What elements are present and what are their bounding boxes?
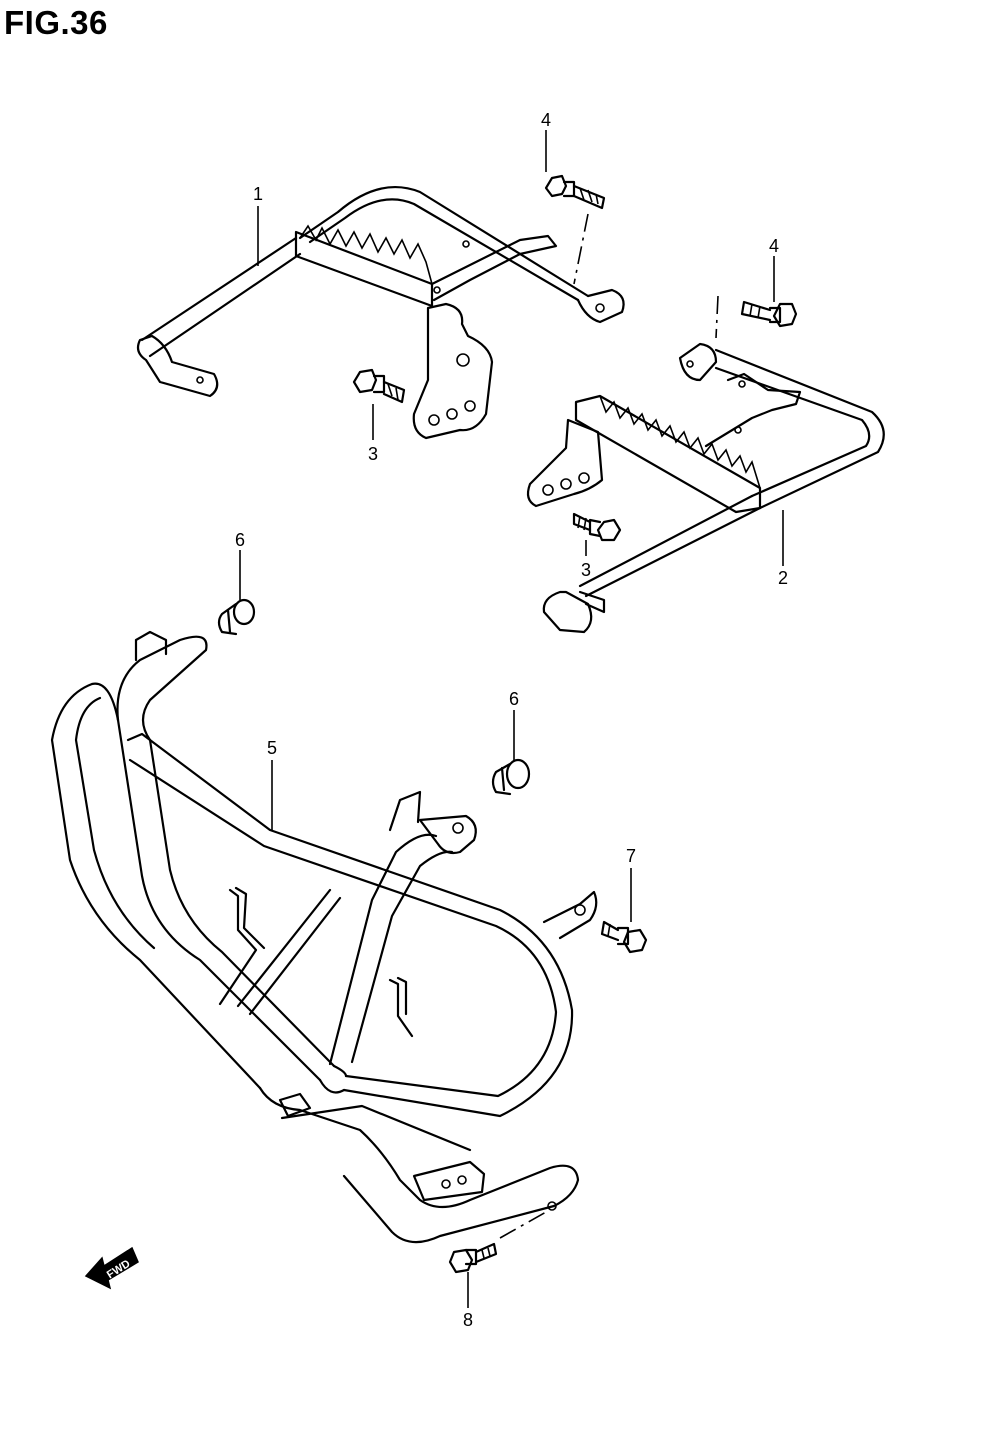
grommet-part-6-upper [217,598,256,636]
callout-2: 2 [778,568,788,588]
callout-4-lower: 4 [769,236,779,256]
bolt-part-4-upper [544,174,606,285]
callout-6-upper: 6 [235,530,245,550]
callout-3-upper: 3 [368,444,378,464]
footrest-left [136,185,625,440]
leader-lines [239,130,784,1308]
grommet-part-6-lower [491,758,531,796]
callout-4-upper: 4 [541,110,551,130]
callout-8: 8 [463,1310,473,1330]
callout-7: 7 [626,846,636,866]
callout-3-lower: 3 [581,560,591,580]
bolt-part-7 [600,920,648,954]
bolt-part-3-upper [352,368,406,404]
callout-1: 1 [253,184,263,204]
bolt-part-3-lower [572,512,622,542]
bolt-part-8 [448,1211,547,1274]
callout-5: 5 [267,738,277,758]
figure-title: FIG.36 [4,4,108,41]
callout-6-lower: 6 [509,689,519,709]
bolt-part-4-lower [715,295,798,339]
fwd-arrow-icon: FWD [84,1246,139,1290]
front-guard [50,630,598,1244]
footrest-right [526,342,885,634]
